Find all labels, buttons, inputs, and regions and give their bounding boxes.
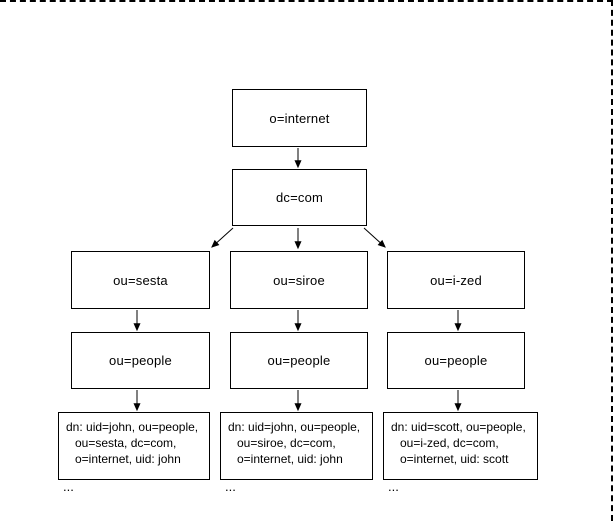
entry-node-john-sesta: dn: uid=john, ou=people, ou=sesta, dc=co…: [58, 412, 210, 480]
ellipsis-more-entries-3: ...: [388, 479, 399, 494]
entry-node-scott-i-zed: dn: uid=scott, ou=people, ou=i-zed, dc=c…: [383, 412, 538, 480]
arrow-dc-to-i-zed: [363, 227, 386, 248]
node-dc-com-label: dc=com: [275, 190, 324, 205]
ellipsis-more-entries-1: ...: [63, 479, 74, 494]
ellipsis-more-entries-2: ...: [225, 479, 236, 494]
arrow-dc-to-sesta: [211, 227, 234, 248]
node-dc-com: dc=com: [232, 169, 367, 226]
entry-dn-line: o=internet, uid: john: [237, 452, 343, 466]
node-ou-siroe-label: ou=siroe: [273, 272, 325, 288]
entry-dn-line: ou=i-zed, dc=com,: [400, 436, 499, 450]
node-ou-people-i-zed-label: ou=people: [424, 353, 488, 368]
entry-dn-line: o=internet, uid: scott: [400, 452, 509, 466]
entry-dn-line: ou=siroe, dc=com,: [237, 436, 336, 450]
node-ou-sesta: ou=sesta: [71, 251, 210, 309]
node-o-internet-label: o=internet: [269, 110, 330, 126]
entry-dn-line: dn: uid=john, ou=people,: [66, 420, 199, 434]
node-ou-sesta-label: ou=sesta: [113, 272, 168, 288]
entry-dn-line: o=internet, uid: john: [75, 452, 181, 466]
node-ou-i-zed-label: ou=i-zed: [430, 272, 482, 288]
node-ou-people-siroe-label: ou=people: [267, 353, 331, 368]
entry-node-john-siroe: dn: uid=john, ou=people, ou=siroe, dc=co…: [220, 412, 373, 480]
entry-dn-line: dn: uid=john, ou=people,: [228, 420, 361, 434]
node-ou-i-zed: ou=i-zed: [387, 251, 525, 309]
entry-dn-line: dn: uid=scott, ou=people,: [391, 420, 526, 434]
node-ou-people-i-zed: ou=people: [387, 332, 525, 389]
entry-dn-line: ou=sesta, dc=com,: [75, 436, 177, 450]
node-ou-siroe: ou=siroe: [230, 251, 368, 309]
node-ou-people-sesta-label: ou=people: [109, 353, 172, 368]
node-o-internet: o=internet: [232, 89, 367, 147]
node-ou-people-sesta: ou=people: [71, 332, 210, 389]
node-ou-people-siroe: ou=people: [230, 332, 368, 389]
